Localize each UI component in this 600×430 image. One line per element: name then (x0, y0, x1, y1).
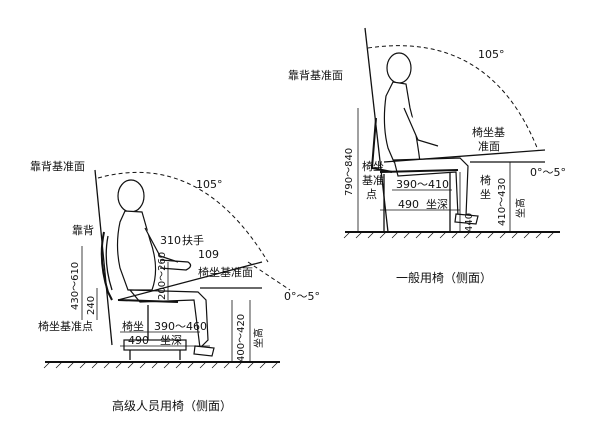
left-armrest-label: 扶手 (182, 233, 204, 247)
left-person-head (117, 179, 145, 213)
left-109-label: 109 (198, 248, 219, 261)
left-caption: 高级人员用椅（侧面） (112, 398, 232, 413)
left-400-420-label: 400～420 (236, 314, 247, 362)
right-person-foot (454, 213, 479, 225)
right-person-head (386, 52, 412, 84)
right-490-label: 490 (398, 198, 419, 211)
right-seated-person (383, 52, 479, 225)
left-490-label: 490 (128, 334, 149, 347)
right-chair (370, 117, 459, 232)
right-seat-height-label: 坐高 (514, 198, 527, 218)
right-angle-label: 105° (478, 48, 505, 61)
left-person-foot (193, 345, 215, 357)
left-seat-height-label: 坐高 (252, 328, 265, 348)
left-chair-seat (117, 299, 179, 303)
right-seat-label-2: 坐 (480, 188, 491, 201)
right-chair-backrest (370, 117, 393, 173)
right-chair-seat (379, 169, 459, 173)
right-440-label: 440 (464, 213, 475, 232)
left-tilt-label: 0°～5° (284, 290, 320, 303)
left-chair-diagram: 靠背基准面 105° 靠背 310 扶手 109 椅坐基准面 430～610 2… (30, 159, 320, 413)
right-floor-hatch (343, 231, 555, 239)
left-back-height-label: 430～610 (70, 262, 81, 310)
right-seat-ref-plane-label-1: 椅坐基 (472, 125, 505, 139)
right-seat-ref-point-label-3: 点 (366, 188, 377, 201)
right-tilt-label: 0°～5° (530, 166, 566, 179)
left-chair (100, 231, 192, 360)
right-back-height-label: 790～840 (344, 148, 355, 196)
right-person-arm (403, 107, 439, 147)
right-caption: 一般用椅（侧面） (396, 270, 492, 285)
left-200-260-label: 200～260 (157, 252, 168, 300)
left-person-arm (144, 227, 179, 263)
right-angle-arc (367, 45, 539, 151)
left-seat-label: 椅坐 (122, 319, 144, 333)
right-seat-label-1: 椅 (480, 173, 491, 187)
left-floor-hatch (43, 361, 279, 369)
left-seat-depth-label: 坐深 (160, 334, 182, 347)
left-angle-label: 105° (196, 178, 223, 191)
left-seated-person (116, 179, 215, 357)
right-410-430-label: 410～430 (497, 178, 508, 226)
left-chair-backrest (100, 231, 113, 301)
left-person-torso (116, 210, 157, 291)
left-chair-base (123, 339, 187, 351)
right-390-410-label: 390～410 (396, 178, 449, 191)
left-240-label: 240 (86, 296, 97, 315)
right-seat-depth-label: 坐深 (426, 198, 448, 211)
right-seat-ref-plane-label-2: 准面 (478, 140, 500, 153)
right-chair-diagram: 靠背基准面 105° 790～840 椅坐基 准面 椅坐 基准 点 390～41… (288, 27, 566, 285)
right-backrest-ref-plane-label: 靠背基准面 (288, 68, 343, 82)
left-seat-ref-line (117, 261, 263, 301)
left-backrest-ref-line (94, 169, 113, 346)
right-seat-ref-line (383, 149, 546, 163)
left-armrest-value: 310 (160, 234, 181, 247)
left-seat-ref-point-label: 椅坐基准点 (38, 319, 93, 333)
left-angle-arc (97, 171, 269, 263)
left-backrest-label: 靠背 (72, 223, 94, 237)
right-seat-ref-point-label-2: 基准 (362, 174, 384, 187)
left-390-460-label: 390～460 (154, 320, 207, 333)
left-backrest-ref-plane-label: 靠背基准面 (30, 159, 85, 173)
left-chair-armrest (159, 259, 192, 271)
right-seat-ref-point-label-1: 椅坐 (362, 159, 384, 173)
left-seat-ref-plane-label: 椅坐基准面 (198, 265, 253, 279)
